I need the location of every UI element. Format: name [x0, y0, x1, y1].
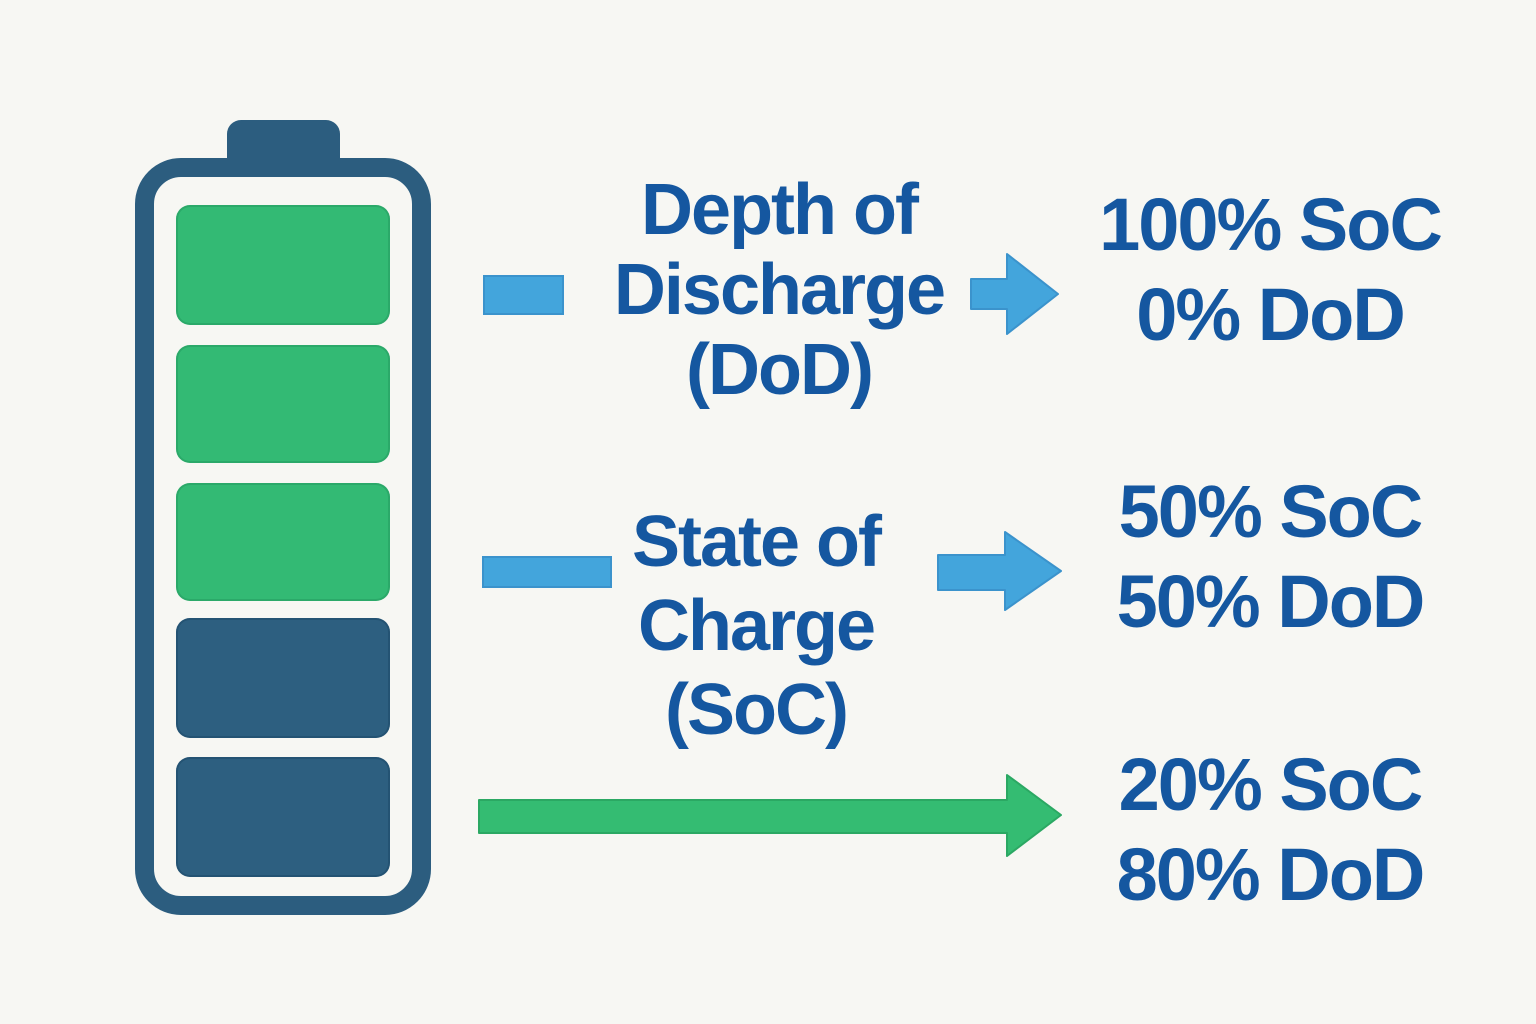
battery-cell [176, 205, 390, 325]
soc-label-line3: (SoC) [665, 670, 849, 750]
dash-icon [483, 275, 564, 315]
battery-body [135, 158, 431, 915]
soc-label: State of Charge (SoC) [476, 500, 1036, 752]
reading-middle: 50% SoC 50% DoD [1050, 467, 1490, 647]
arrow-right-icon [478, 774, 1062, 857]
soc-label-line1: State of [631, 502, 882, 582]
soc-label-line2: Charge [637, 586, 876, 666]
dod-label-line3: (DoD) [686, 330, 874, 410]
battery-cell [176, 483, 390, 601]
reading-top: 100% SoC 0% DoD [1050, 180, 1490, 360]
battery-cell [176, 618, 390, 738]
dod-label-line2: Discharge [613, 250, 946, 330]
battery-cell [176, 345, 390, 463]
arrow-right-icon [937, 531, 1062, 611]
reading-soc-value: 20% SoC [1118, 743, 1424, 826]
battery-cell [176, 757, 390, 877]
reading-bottom: 20% SoC 80% DoD [1050, 740, 1490, 920]
reading-dod-value: 80% DoD [1116, 833, 1426, 916]
reading-dod-value: 50% DoD [1116, 560, 1426, 643]
dod-label-line1: Depth of [641, 170, 919, 250]
reading-dod-value: 0% DoD [1136, 273, 1406, 356]
arrow-right-icon [970, 253, 1059, 335]
reading-soc-value: 100% SoC [1099, 183, 1443, 266]
reading-soc-value: 50% SoC [1118, 470, 1424, 553]
dod-label: Depth of Discharge (DoD) [499, 170, 1059, 410]
dash-icon [482, 556, 612, 588]
